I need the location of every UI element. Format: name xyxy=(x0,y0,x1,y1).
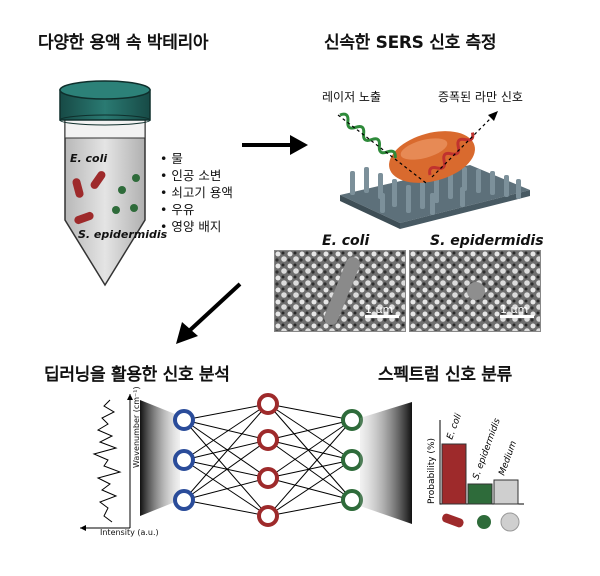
spectrum-trace xyxy=(92,399,122,523)
medium-icon xyxy=(500,512,520,532)
neural-network-diagram xyxy=(80,393,363,531)
sepi-cocci xyxy=(112,206,120,214)
input-node xyxy=(173,409,195,431)
title-classification: 스펙트럼 신호 분류 xyxy=(378,365,512,385)
chart-ylabel: Probability (%) xyxy=(427,438,437,504)
media-item: • 쇠고기 용액 xyxy=(160,185,233,200)
sem-image-ecoli: 1 μm xyxy=(274,250,406,332)
media-item: • 인공 소변 xyxy=(160,168,222,183)
ecoli-rod xyxy=(74,211,94,225)
sem-image-sepi: 1 μm xyxy=(409,250,541,332)
bar xyxy=(493,479,519,505)
sepi-cocci xyxy=(130,204,138,212)
arrow-down-left-icon xyxy=(176,282,242,344)
hidden-node xyxy=(257,467,279,489)
hidden-node xyxy=(257,393,279,415)
spectrum-xlabel: Intensity (a.u.) xyxy=(100,528,159,537)
scale-bar-label: 1 μm xyxy=(365,303,394,316)
sepi-icon xyxy=(477,515,491,529)
ecoli-rod xyxy=(72,178,84,198)
tube-ecoli-label: E. coli xyxy=(70,152,108,165)
tube-sepi-label: S. epidermidis xyxy=(78,228,168,241)
output-cone xyxy=(360,402,412,524)
hidden-node xyxy=(257,429,279,451)
title-deep-learning: 딥러닝을 활용한 신호 분석 xyxy=(44,365,230,385)
ecoli-icon xyxy=(442,513,464,528)
media-list: • 물 • 인공 소변 • 쇠고기 용액 • 우유 • 영양 배지 xyxy=(160,150,233,235)
bar-label: E. coli xyxy=(445,412,464,441)
laser-label: 레이저 노출 xyxy=(322,90,382,104)
legend-icons xyxy=(442,512,520,532)
raman-wave xyxy=(428,132,475,176)
bar xyxy=(467,483,493,505)
title-sers: 신속한 SERS 신호 측정 xyxy=(324,33,497,53)
sem-ecoli-label: E. coli xyxy=(322,233,370,249)
sers-substrate xyxy=(337,111,530,229)
media-item: • 우유 xyxy=(160,202,195,217)
input-node xyxy=(173,489,195,511)
sepi-cocci xyxy=(118,186,126,194)
raman-label: 증폭된 라만 신호 xyxy=(438,90,523,104)
sem-sepi-label: S. epidermidis xyxy=(430,233,544,249)
hidden-node xyxy=(257,505,279,527)
ecoli-rod xyxy=(90,171,106,189)
title-bacteria: 다양한 용액 속 박테리아 xyxy=(38,33,209,53)
spectrum-ylabel: Wavenumber (cm⁻¹) xyxy=(132,386,141,468)
laser-wave xyxy=(339,112,397,159)
input-node xyxy=(173,449,195,471)
scale-bar-label: 1 μm xyxy=(500,303,529,316)
bar xyxy=(441,443,467,505)
sepi-cocci xyxy=(132,174,140,182)
bar-label: Medium xyxy=(497,440,519,477)
bacterium-body xyxy=(389,131,475,183)
test-tube xyxy=(59,80,151,287)
arrow-right-icon xyxy=(242,135,308,155)
media-item: • 영양 배지 xyxy=(160,219,222,234)
media-item: • 물 xyxy=(160,151,183,166)
